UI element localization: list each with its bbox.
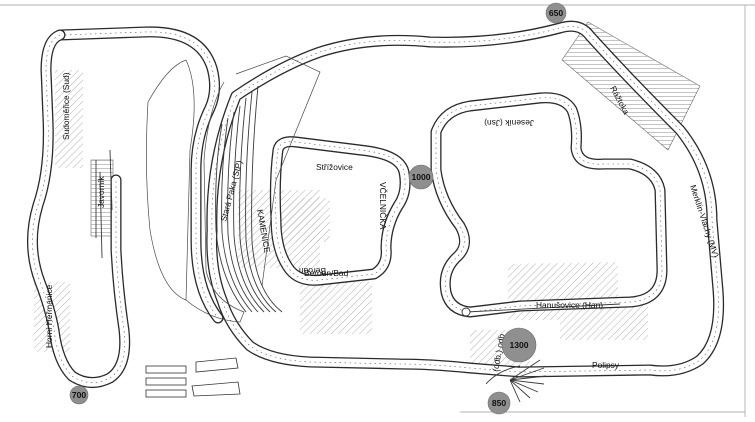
marker-1300: 1300 bbox=[501, 327, 537, 363]
marker-1300-label: 1300 bbox=[509, 340, 528, 350]
label-hanusovice: Hanušovice (Han) bbox=[536, 300, 603, 310]
turntable-fan bbox=[485, 359, 547, 403]
marker-650-label: 650 bbox=[549, 8, 564, 18]
label-vcelnicka: VČELNIČKA bbox=[378, 182, 388, 230]
marker-700: 700 bbox=[69, 385, 89, 405]
javornik-siding bbox=[95, 149, 113, 259]
label-sudomerice: Sudoměřice (Sud) bbox=[61, 72, 71, 140]
scenery-areas bbox=[34, 21, 701, 374]
label-beroun: Beroun bbox=[299, 266, 326, 276]
marker-1000: 1000 bbox=[408, 164, 434, 190]
marker-850-label: 850 bbox=[492, 398, 507, 408]
fiddle-yard-outline bbox=[147, 59, 245, 323]
stp-outline bbox=[235, 55, 321, 287]
marker-650: 650 bbox=[545, 2, 567, 24]
detail-parts bbox=[145, 357, 241, 398]
label-polipsy: Polipsy bbox=[592, 360, 620, 370]
label-jesenik: Jeseník (Jsn) bbox=[484, 118, 534, 128]
marker-700-label: 700 bbox=[72, 390, 87, 400]
label-horni-helmanice: Horní Heřmanice bbox=[44, 284, 54, 348]
stara-paka-yard bbox=[215, 85, 283, 313]
marker-850: 850 bbox=[487, 391, 511, 415]
marker-1000-label: 1000 bbox=[411, 172, 430, 182]
label-beroun-bad: Beroun/Bad bbox=[304, 268, 349, 278]
label-javornik: Javorník bbox=[96, 176, 106, 208]
label-strizovice: Střížovice bbox=[316, 162, 353, 172]
